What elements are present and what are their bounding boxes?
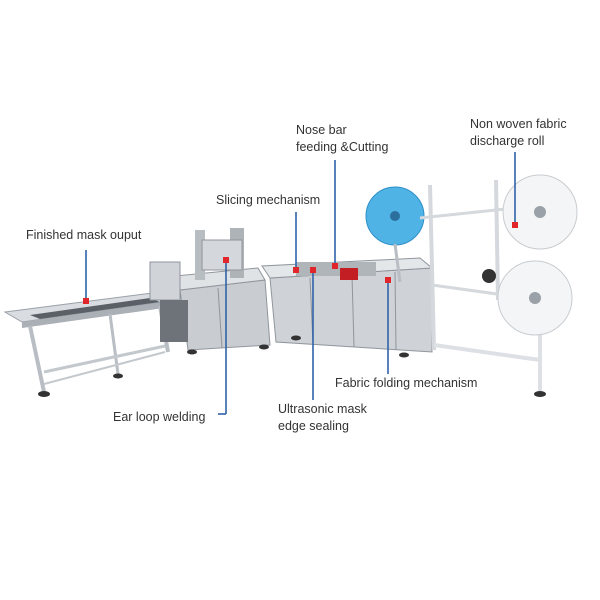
- marker-ultrasonic: [310, 267, 316, 273]
- marker-fabric-folding: [385, 277, 391, 283]
- marker-ear-loop: [223, 257, 229, 263]
- label-slicing: Slicing mechanism: [216, 193, 321, 207]
- center-cabinet: [261, 257, 434, 358]
- label-non-woven-line1: Non woven fabric: [470, 117, 567, 131]
- marker-slicing: [293, 267, 299, 273]
- marker-non-woven: [512, 222, 518, 228]
- finished-output-conveyor: [3, 291, 180, 397]
- label-ear-loop: Ear loop welding: [113, 410, 206, 424]
- label-ultrasonic-line2: edge sealing: [278, 419, 349, 433]
- point-markers: [83, 222, 518, 304]
- ear-loop-welding-unit: [149, 228, 271, 355]
- nose-bar-fabric-roll: [365, 186, 425, 283]
- label-nose-bar: Nose bar feeding &Cutting: [296, 122, 388, 156]
- marker-finished-output: [83, 298, 89, 304]
- label-non-woven: Non woven fabric discharge roll: [470, 116, 567, 150]
- label-nose-bar-line2: feeding &Cutting: [296, 140, 389, 154]
- label-ultrasonic: Ultrasonic mask edge sealing: [278, 401, 367, 435]
- marker-nose-bar: [332, 263, 338, 269]
- label-nose-bar-line1: Nose bar: [296, 123, 347, 137]
- label-non-woven-line2: discharge roll: [470, 134, 545, 148]
- label-finished-output: Finished mask ouput: [26, 228, 142, 242]
- label-fabric-folding: Fabric folding mechanism: [335, 376, 478, 390]
- discharge-roll-frame: [419, 174, 578, 397]
- label-ultrasonic-line1: Ultrasonic mask: [278, 402, 367, 416]
- leader-lines: [85, 152, 516, 415]
